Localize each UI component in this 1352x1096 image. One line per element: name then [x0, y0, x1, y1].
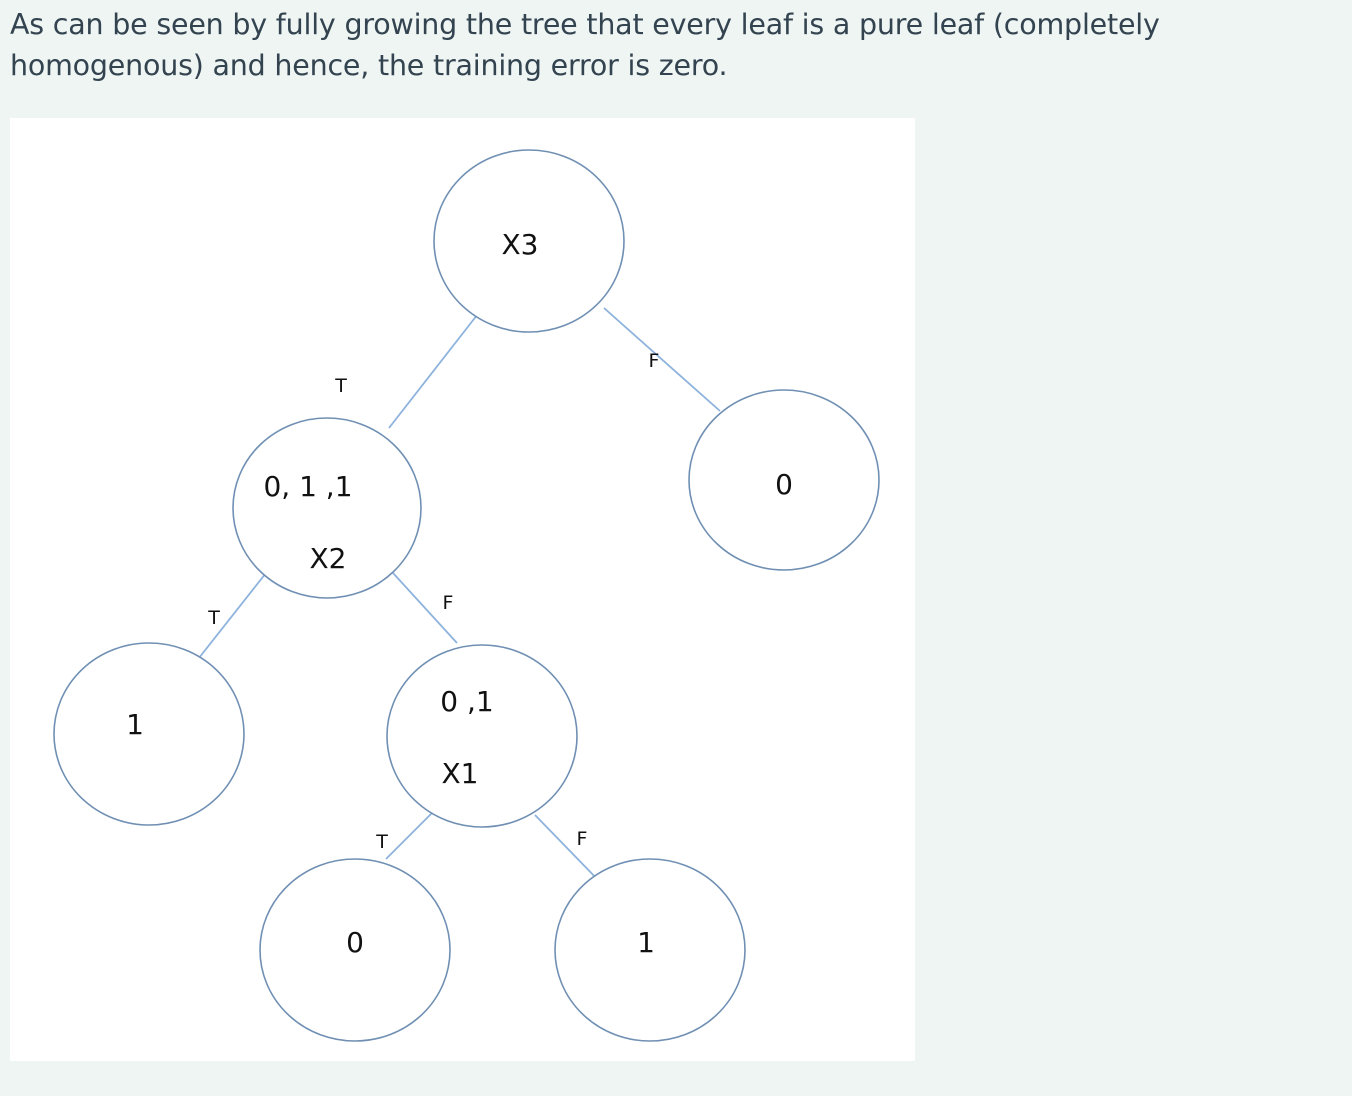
edge-root-to-right-leaf [603, 307, 721, 412]
x1-node-label: X1 [442, 757, 479, 790]
edge-label-x1-to-true: T [375, 831, 388, 853]
x1-node-values: 0 ,1 [440, 685, 493, 718]
edge-x1-to-true-leaf [385, 810, 435, 860]
explanation-text: As can be seen by fully growing the tree… [10, 8, 1160, 82]
edge-label-x2-to-left: T [207, 607, 220, 629]
right-leaf-label: 0 [775, 468, 793, 501]
decision-tree-diagram: X3 0, 1 ,1 X2 0 1 0 ,1 X1 0 1 [53, 149, 880, 1042]
right-leaf-node: 0 [688, 389, 880, 571]
left-leaf-node: 1 [53, 642, 245, 826]
edge-label-root-to-x2: T [334, 375, 347, 397]
edge-x2-to-left-leaf [194, 572, 267, 664]
edge-label-root-to-right: F [649, 350, 660, 372]
edge-label-x1-to-false: F [577, 828, 588, 850]
decision-tree-figure: X3 0, 1 ,1 X2 0 1 0 ,1 X1 0 1 [10, 118, 915, 1061]
x2-node-values: 0, 1 ,1 [263, 470, 352, 503]
root-node-label: X3 [502, 228, 539, 261]
root-node: X3 [433, 149, 625, 333]
x1-false-leaf-label: 1 [637, 926, 655, 959]
left-leaf-label: 1 [126, 708, 144, 741]
edge-label-x2-to-x1: F [443, 592, 454, 614]
edge-x1-to-false-leaf [534, 814, 602, 884]
edge-root-to-x2 [388, 309, 482, 429]
x1-node: 0 ,1 X1 [386, 644, 578, 828]
x1-false-leaf-node: 1 [554, 858, 746, 1042]
edge-x2-to-x1 [392, 572, 458, 644]
x1-true-leaf-node: 0 [259, 858, 451, 1042]
x1-true-leaf-label: 0 [346, 926, 364, 959]
x2-node: 0, 1 ,1 X2 [232, 417, 422, 599]
x2-node-label: X2 [310, 542, 347, 575]
